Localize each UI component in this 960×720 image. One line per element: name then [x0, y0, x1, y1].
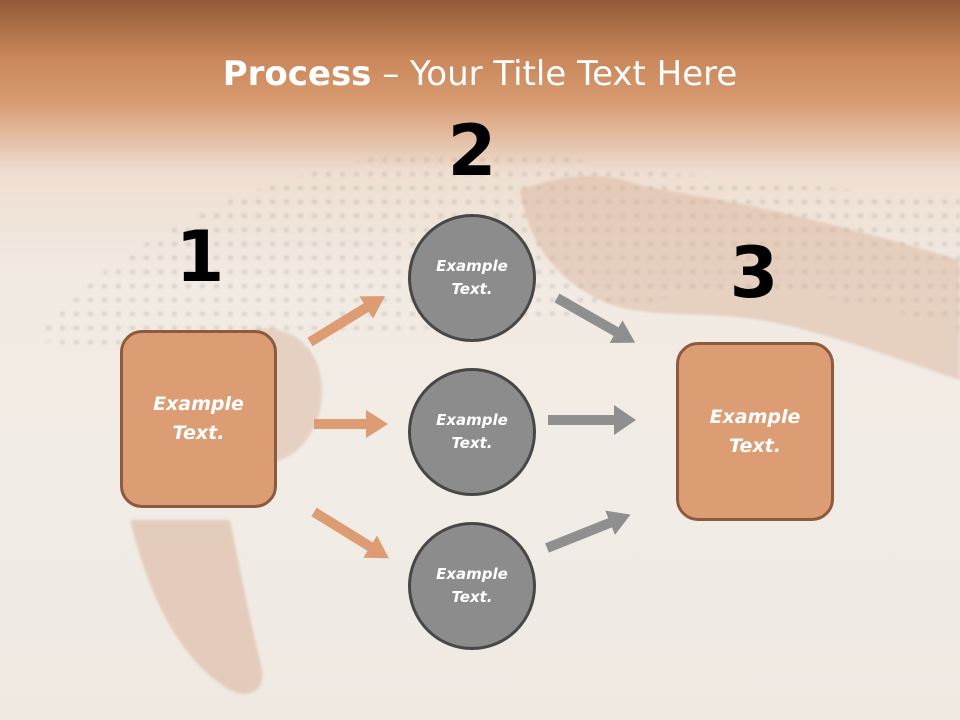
step-1-label-line2: Text.: [172, 422, 225, 444]
circle-bottom-line1: Example: [436, 565, 508, 583]
step-1-label-line1: Example: [153, 393, 244, 415]
circle-middle-line2: Text.: [451, 434, 493, 452]
step-1-box: Example Text.: [120, 330, 277, 508]
title-rest: – Your Title Text Here: [371, 54, 738, 94]
circle-bottom-line2: Text.: [451, 588, 493, 606]
circle-middle-line1: Example: [436, 411, 508, 429]
slide-title: Process – Your Title Text Here: [0, 52, 960, 96]
circle-top: Example Text.: [408, 214, 536, 342]
step-number-3: 3: [729, 232, 779, 314]
title-strong: Process: [222, 54, 372, 94]
step-3-label-line2: Text.: [729, 434, 781, 457]
circle-top-line1: Example: [436, 257, 508, 275]
step-number-2: 2: [447, 110, 497, 192]
step-number-1: 1: [175, 216, 225, 298]
circle-middle: Example Text.: [408, 368, 536, 496]
step-3-box: Example Text.: [676, 342, 834, 521]
step-3-label-line1: Example: [709, 405, 801, 428]
circle-top-line2: Text.: [451, 280, 493, 298]
circle-bottom: Example Text.: [408, 522, 536, 650]
